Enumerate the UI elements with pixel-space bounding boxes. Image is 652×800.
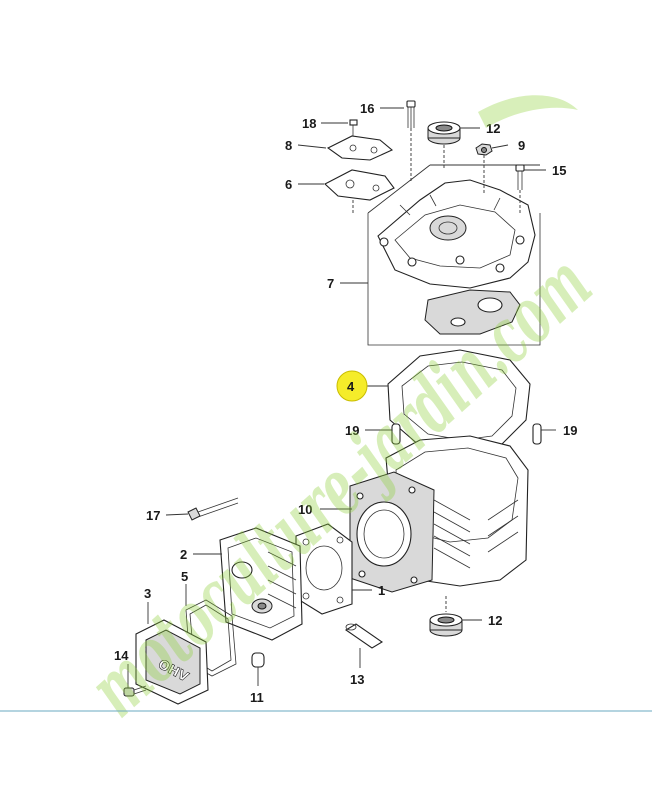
valve-cover-3[interactable]: OHV bbox=[135, 619, 209, 705]
dowel-pin-19-left[interactable] bbox=[391, 423, 401, 445]
gasket-8[interactable] bbox=[326, 135, 394, 161]
callout-4[interactable]: 4 bbox=[347, 379, 355, 394]
bolt-16[interactable] bbox=[406, 100, 416, 183]
callout-3[interactable]: 3 bbox=[144, 586, 151, 601]
callout-8[interactable]: 8 bbox=[285, 138, 292, 153]
bolt-15[interactable] bbox=[515, 164, 525, 215]
watermark-swoosh bbox=[478, 95, 578, 128]
plate-6[interactable] bbox=[324, 169, 395, 214]
callouts: 16 18 12 8 9 15 6 7 4 19 19 17 10 2 5 3 … bbox=[114, 101, 577, 705]
callout-12-top[interactable]: 12 bbox=[486, 121, 500, 136]
sleeve-13[interactable] bbox=[344, 623, 384, 649]
dowel-11[interactable] bbox=[251, 652, 265, 668]
dowel-pin-19-right[interactable] bbox=[532, 423, 542, 445]
callout-5[interactable]: 5 bbox=[181, 569, 188, 584]
callout-1[interactable]: 1 bbox=[378, 583, 385, 598]
callout-16[interactable]: 16 bbox=[360, 101, 374, 116]
oil-seal-bottom[interactable] bbox=[429, 596, 463, 637]
callout-13[interactable]: 13 bbox=[350, 672, 364, 687]
cylinder-block[interactable] bbox=[349, 435, 529, 593]
bolt-14[interactable] bbox=[123, 685, 147, 697]
callout-17[interactable]: 17 bbox=[146, 508, 160, 523]
callout-19-right[interactable]: 19 bbox=[563, 423, 577, 438]
callout-14[interactable]: 14 bbox=[114, 648, 129, 663]
callout-9[interactable]: 9 bbox=[518, 138, 525, 153]
callout-12-bottom[interactable]: 12 bbox=[488, 613, 502, 628]
callout-15[interactable]: 15 bbox=[552, 163, 566, 178]
callout-19-left[interactable]: 19 bbox=[345, 423, 359, 438]
callout-6[interactable]: 6 bbox=[285, 177, 292, 192]
oil-seal-top[interactable] bbox=[427, 121, 461, 168]
crankcase-cover[interactable] bbox=[377, 179, 536, 289]
callout-11[interactable]: 11 bbox=[250, 690, 264, 705]
nut-9[interactable] bbox=[475, 143, 493, 195]
callout-18[interactable]: 18 bbox=[302, 116, 316, 131]
callout-10[interactable]: 10 bbox=[298, 502, 312, 517]
bolt-17[interactable] bbox=[187, 497, 239, 521]
callout-7[interactable]: 7 bbox=[327, 276, 334, 291]
cylinder-head[interactable] bbox=[219, 527, 303, 641]
crankcase-gasket-4[interactable] bbox=[387, 349, 531, 453]
oil-plate[interactable] bbox=[424, 289, 521, 335]
screw-18[interactable] bbox=[349, 119, 358, 138]
callout-2[interactable]: 2 bbox=[180, 547, 187, 562]
highlight-marker bbox=[336, 370, 368, 402]
leader-lines bbox=[127, 107, 556, 688]
